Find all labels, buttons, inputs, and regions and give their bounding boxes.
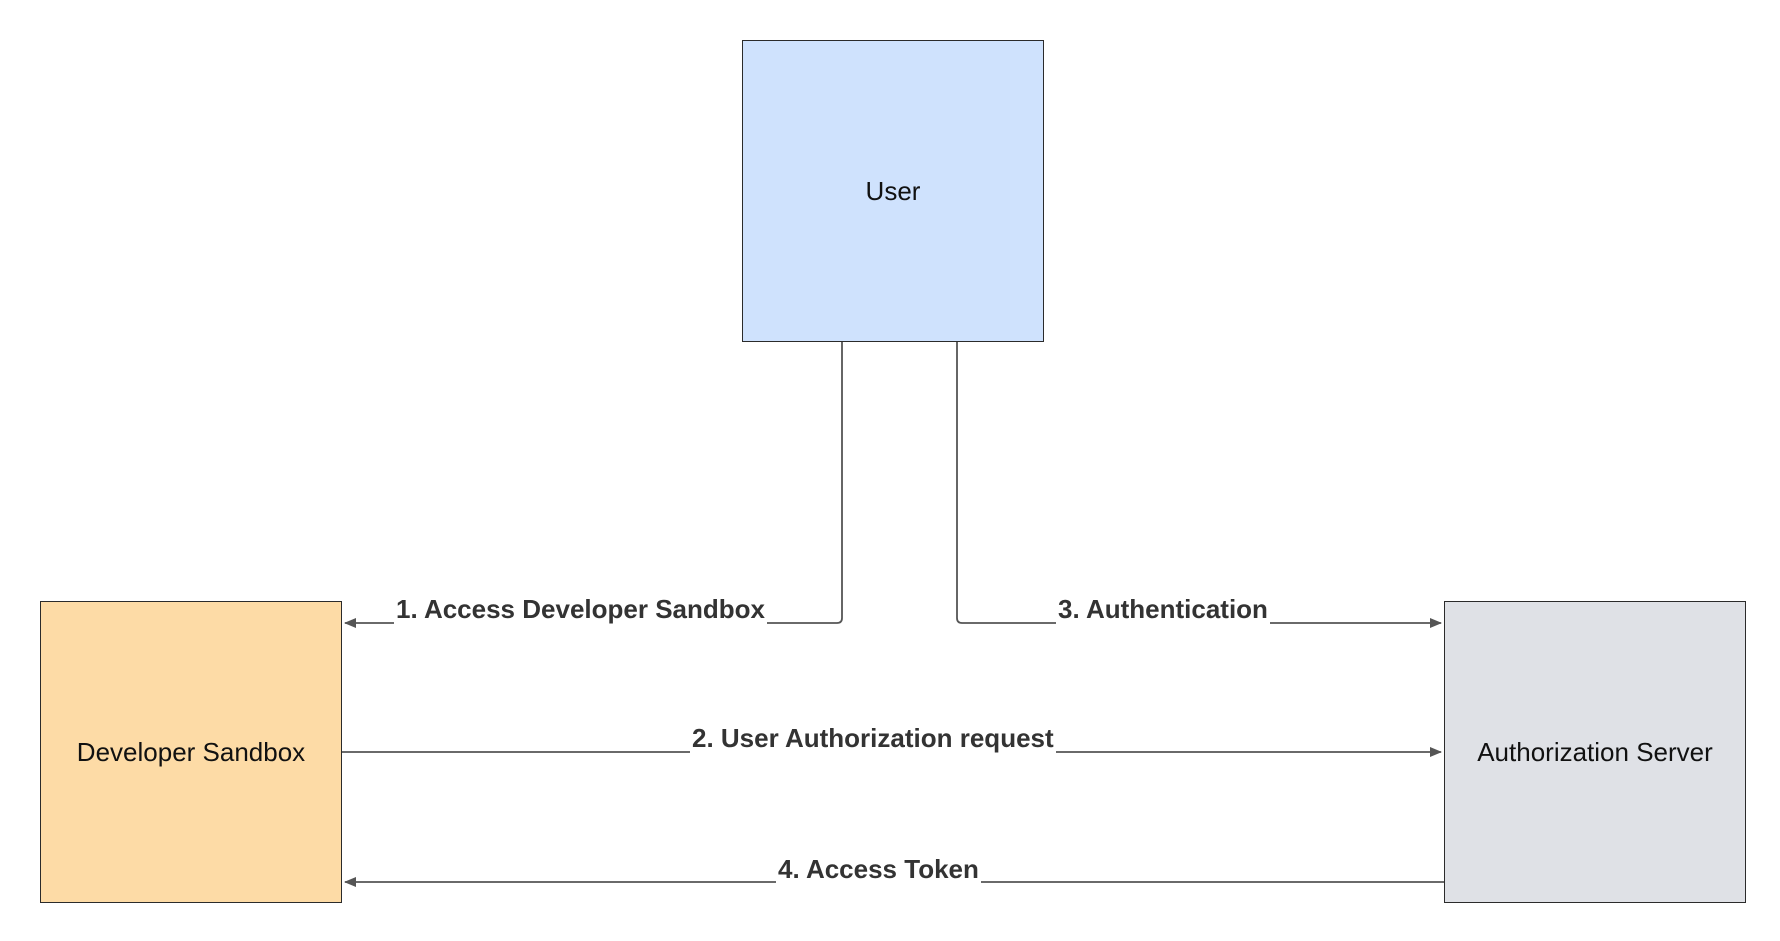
developer-sandbox-node-label: Developer Sandbox <box>76 736 306 767</box>
edge-label-authentication: 3. Authentication <box>1056 594 1270 624</box>
user-node-label: User <box>865 175 921 206</box>
developer-sandbox-node: Developer Sandbox <box>40 601 342 903</box>
edge-label-access-token: 4. Access Token <box>776 854 981 884</box>
edge-label-access-sandbox: 1. Access Developer Sandbox <box>394 594 767 624</box>
authorization-server-node: Authorization Server <box>1444 601 1746 903</box>
edge-label-authorization-request: 2. User Authorization request <box>690 723 1056 753</box>
edge-access-sandbox <box>344 342 843 628</box>
authorization-server-node-label: Authorization Server <box>1477 736 1713 767</box>
user-node: User <box>742 40 1044 342</box>
edge-authentication <box>956 342 1442 628</box>
